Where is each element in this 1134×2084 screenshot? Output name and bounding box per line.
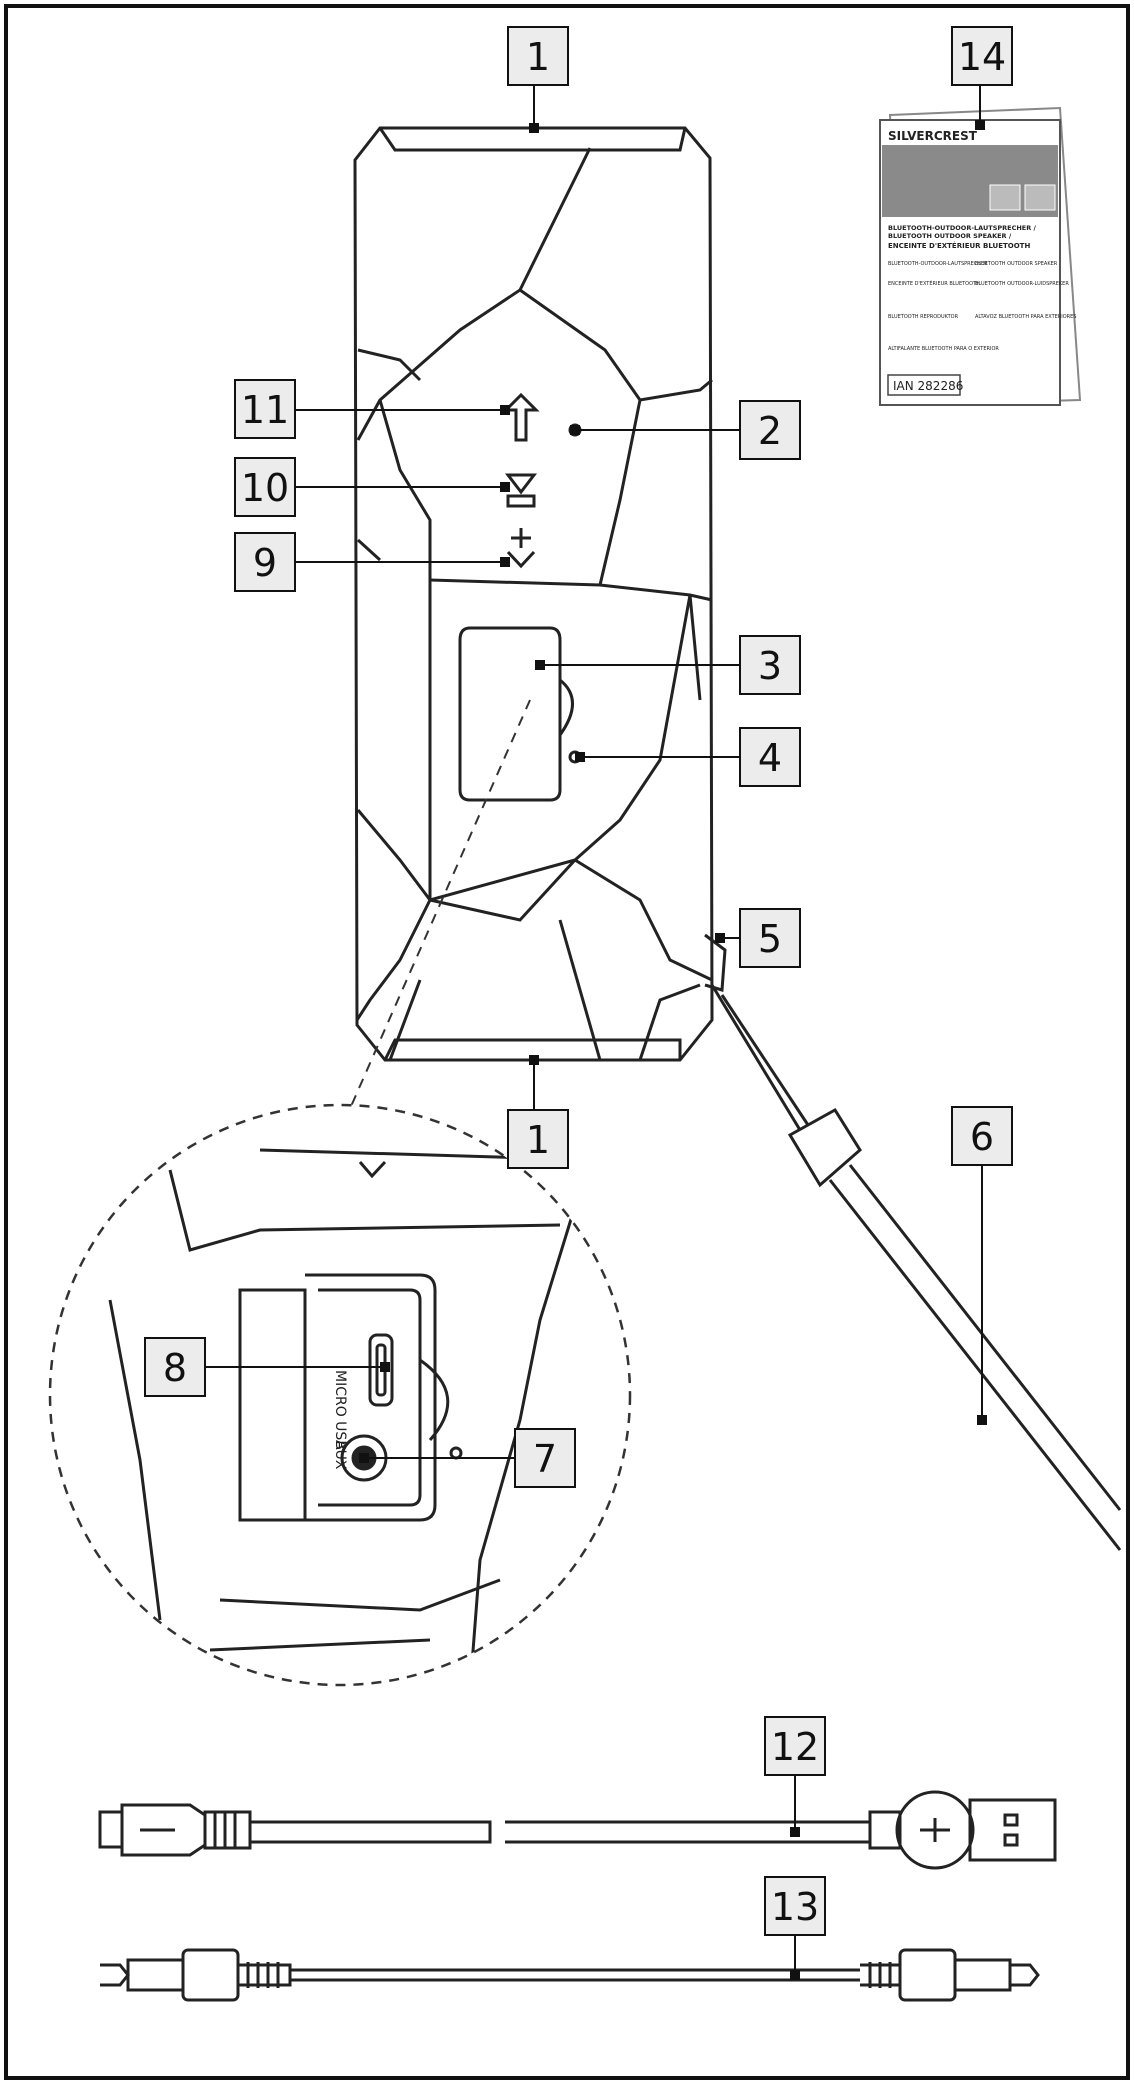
svg-text:13: 13: [771, 1885, 819, 1929]
usb-cable: [98, 1790, 1057, 1870]
plus-down-icon: [506, 528, 536, 569]
callout-12: 12: [764, 1716, 826, 1776]
manual-left-col-2: ENCEINTE D'EXTÉRIEUR BLUETOOTH: [888, 279, 980, 287]
callout-4: 4: [739, 727, 801, 787]
svg-text:8: 8: [163, 1346, 187, 1390]
callout-3: 3: [739, 635, 801, 695]
operating-manual-booklet: SILVERCREST BLUETOOTH-OUTDOOR-LAUTSPRECH…: [879, 106, 1082, 407]
manual-left-col-4: ALTIFALANTE BLUETOOTH PARA O EXTERIOR: [888, 346, 999, 352]
svg-text:14: 14: [958, 35, 1006, 79]
svg-text:11: 11: [241, 388, 289, 432]
manual-title-line-1: BLUETOOTH-OUTDOOR-LAUTSPRECHER /: [888, 224, 1037, 232]
callout-14: 14: [951, 26, 1013, 86]
callout-10: 10: [234, 457, 296, 517]
manual-right-col-1: BLUETOOTH OUTDOOR SPEAKER: [975, 261, 1058, 267]
callout-8: 8: [144, 1337, 206, 1397]
manual-ian-number: IAN 282286: [893, 379, 963, 393]
svg-text:6: 6: [970, 1115, 994, 1159]
manual-right-col-3: ALTAVOZ BLUETOOTH PARA EXTERIORES: [975, 314, 1076, 320]
callout-13: 13: [764, 1876, 826, 1936]
svg-text:7: 7: [533, 1437, 557, 1481]
aux-port-label: AUX: [332, 1440, 348, 1470]
callout-leaders: [205, 85, 987, 1980]
manual-left-col-1: BLUETOOTH-OUTDOOR-LAUTSPRECHER: [888, 261, 988, 267]
callout-5: 5: [739, 908, 801, 968]
svg-text:1: 1: [526, 35, 550, 79]
callout-11: 11: [234, 379, 296, 439]
usb-port-label: MICRO USB: [332, 1370, 348, 1450]
callout-2: 2: [739, 400, 801, 460]
callout-1-top: 1: [507, 26, 569, 86]
callout-1-bottom: 1: [507, 1109, 569, 1169]
svg-text:1: 1: [526, 1118, 550, 1162]
outer-border: [4, 4, 1130, 2080]
manual-title-line-3: ENCEINTE D'EXTÉRIEUR BLUETOOTH: [888, 241, 1030, 250]
play-pause-icon: [504, 473, 538, 508]
manual-brand: SILVERCREST: [888, 129, 978, 143]
callout-6: 6: [951, 1106, 1013, 1166]
callout-7: 7: [514, 1428, 576, 1488]
callout-9: 9: [234, 532, 296, 592]
svg-text:4: 4: [758, 736, 782, 780]
manual-title-line-2: BLUETOOTH OUTDOOR SPEAKER /: [888, 232, 1012, 240]
svg-text:3: 3: [758, 644, 782, 688]
svg-text:12: 12: [771, 1725, 819, 1769]
svg-text:2: 2: [758, 409, 782, 453]
zoom-leader-line: [344, 699, 531, 1121]
svg-text:5: 5: [758, 917, 782, 961]
svg-text:9: 9: [253, 541, 277, 585]
manual-left-col-3: BLUETOOTH REPRODUKTOR: [888, 314, 959, 320]
svg-text:10: 10: [241, 466, 289, 510]
aux-cable: [100, 1948, 1040, 2002]
manual-right-col-2: BLUETOOTH OUTDOOR-LUIDSPREKER: [975, 281, 1069, 287]
speaker-body: [353, 126, 714, 1062]
carrying-strap: [704, 933, 1122, 1551]
